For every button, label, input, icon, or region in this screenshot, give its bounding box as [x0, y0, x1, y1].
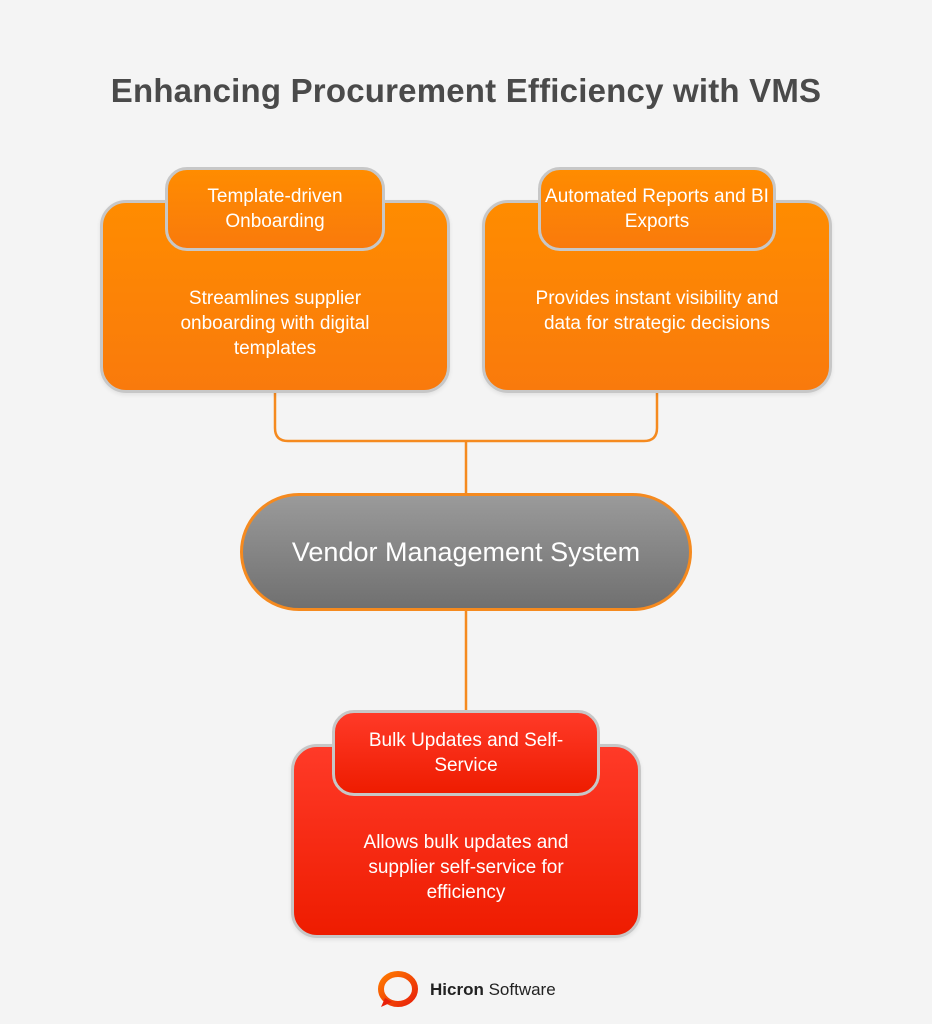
- hub-label: Vendor Management System: [291, 536, 641, 567]
- card-template-onboarding: Streamlines supplier onboarding with dig…: [100, 200, 450, 393]
- hub-vendor-management-system: Vendor Management System: [240, 493, 692, 611]
- speech-bubble-ring-icon: [378, 971, 418, 1007]
- connector-top-branch: [273, 392, 659, 443]
- card-tag-label: Automated Reports and BI Exports: [545, 186, 769, 232]
- card-description: Allows bulk updates and supplier self-se…: [363, 832, 569, 903]
- page-title: Enhancing Procurement Efficiency with VM…: [110, 72, 822, 109]
- hicron-logo: Hicron Software: [376, 970, 556, 1010]
- card-description: Streamlines supplier onboarding with dig…: [180, 288, 370, 359]
- card-tag-label: Template-driven Onboarding: [207, 186, 343, 232]
- card-tag-template-onboarding: Template-driven Onboarding: [165, 167, 385, 251]
- logo-wordmark: Hicron Software: [430, 980, 556, 1000]
- card-tag-label: Bulk Updates and Self-Service: [368, 730, 564, 776]
- card-tag-automated-reports: Automated Reports and BI Exports: [538, 167, 776, 251]
- logo-brand: Hicron: [430, 980, 484, 999]
- card-description: Provides instant visibility and data for…: [535, 288, 779, 334]
- logo-suffix: Software: [488, 980, 556, 999]
- card-tag-bulk-updates: Bulk Updates and Self-Service: [332, 710, 600, 796]
